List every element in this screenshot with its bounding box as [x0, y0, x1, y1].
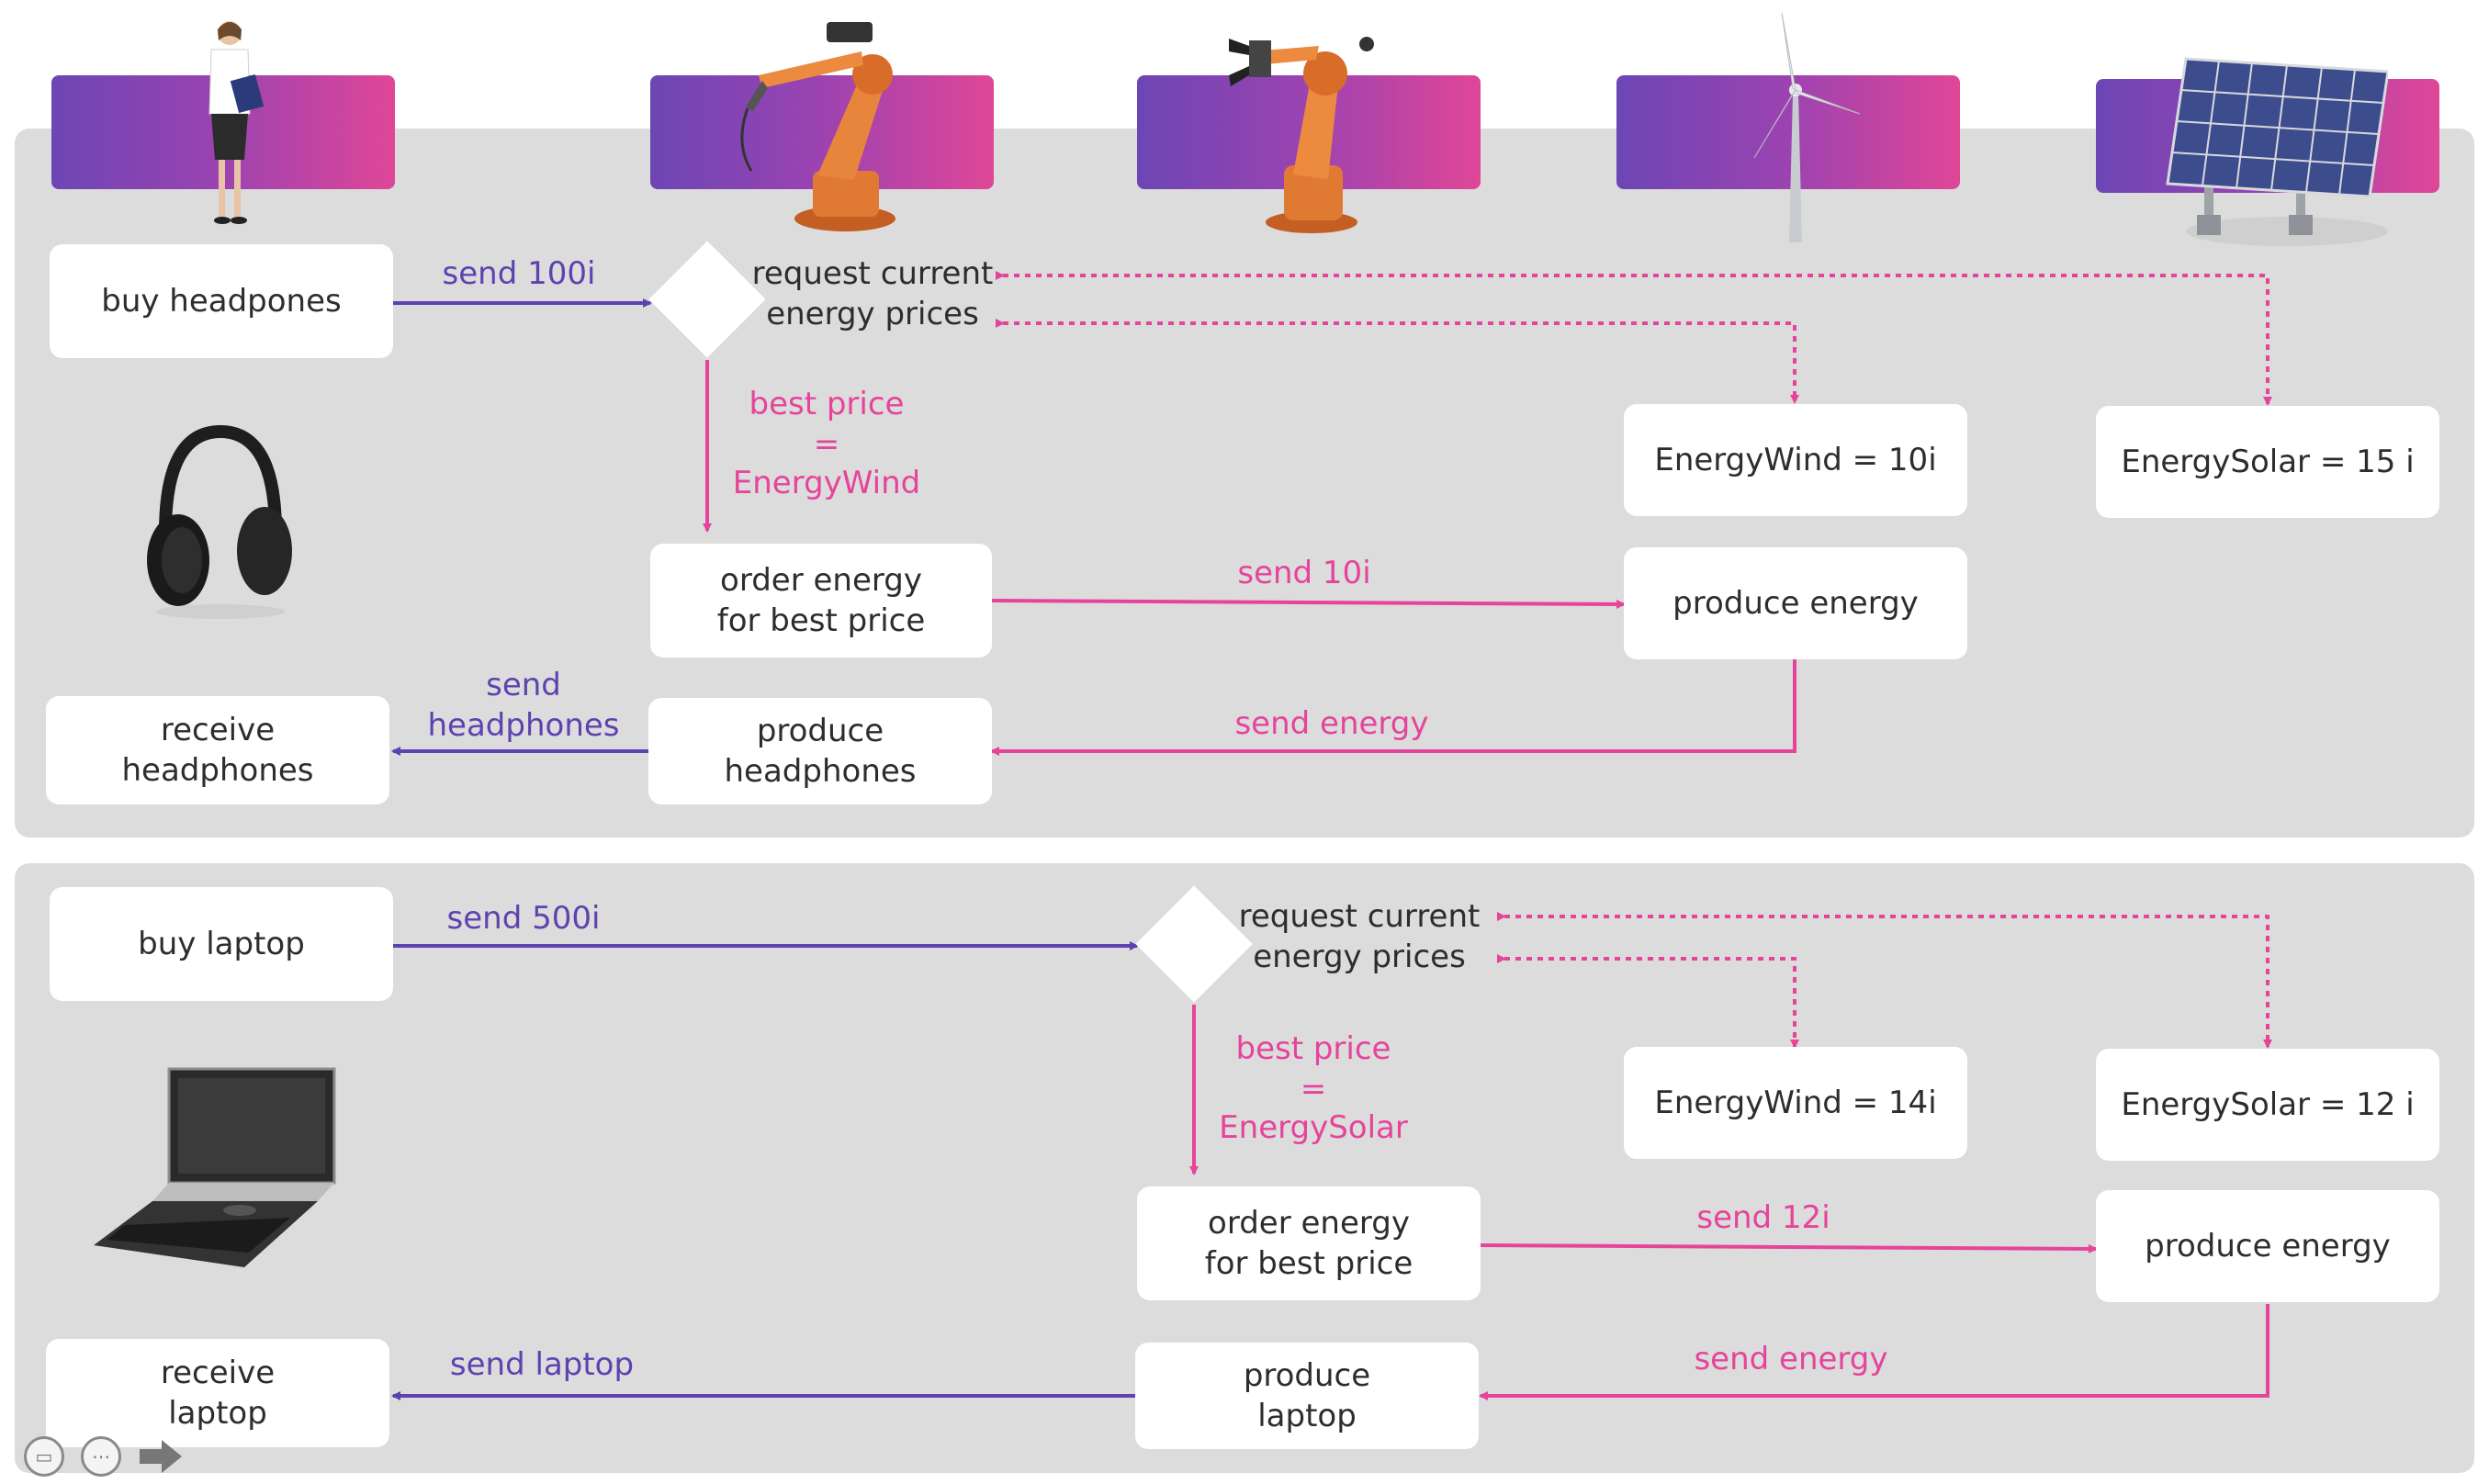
- arrow-request-solar: [1497, 912, 2272, 1049]
- label-send-price: send 12i: [1696, 1199, 1830, 1236]
- next-arrow-icon[interactable]: [138, 1438, 184, 1475]
- robot-arm-icon: [740, 22, 895, 231]
- headphones-icon: [147, 424, 292, 619]
- scenario-panel-headphones: [15, 129, 2474, 838]
- header-wind-producer: [1616, 75, 1960, 189]
- arrow-request-wind: [996, 319, 1799, 404]
- label-send-energy: send energy: [1234, 705, 1429, 742]
- label-request-prices: request current energy prices: [751, 255, 994, 332]
- arrow-send-energy: [1479, 1304, 2269, 1400]
- label-send-payment: send 100i: [442, 255, 596, 292]
- label-best-price-source: EnergyWind: [732, 465, 921, 501]
- label-send-energy: send energy: [1694, 1341, 1888, 1377]
- label-send-product: send laptop: [449, 1346, 635, 1383]
- label-best-price-equals: =: [1300, 1071, 1327, 1107]
- label-best-price-title: best price: [1235, 1030, 1391, 1067]
- label-send-product: send headphones: [427, 667, 620, 744]
- solar-panel-icon: [2166, 57, 2388, 246]
- arrow-request-wind: [1497, 954, 1799, 1049]
- node-produce-energy: produce energy: [2096, 1190, 2439, 1302]
- node-solar-price: EnergySolar = 15 i: [2096, 406, 2439, 518]
- node-receive-product: receive headphones: [46, 696, 389, 804]
- node-produce-product: produce laptop: [1135, 1343, 1479, 1449]
- label-send-payment: send 500i: [446, 900, 601, 937]
- node-order-energy: order energy for best price: [650, 544, 992, 658]
- node-receive-product: receive laptop: [46, 1339, 389, 1447]
- node-order-energy: order energy for best price: [1137, 1186, 1481, 1300]
- wind-turbine-icon: [1753, 12, 1861, 242]
- person-icon: [208, 21, 265, 224]
- arrow-order-energy: [1480, 1243, 2098, 1254]
- node-produce-product: produce headphones: [648, 698, 992, 804]
- laptop-icon: [94, 1067, 336, 1267]
- node-wind-price: EnergyWind = 14i: [1624, 1047, 1967, 1159]
- label-best-price-title: best price: [749, 386, 905, 422]
- node-buy-product: buy headpones: [50, 244, 393, 358]
- node-wind-price: EnergyWind = 10i: [1624, 404, 1967, 516]
- node-solar-price: EnergySolar = 12 i: [2096, 1049, 2439, 1161]
- more-options-icon[interactable]: ⋯: [81, 1436, 121, 1477]
- node-buy-product: buy laptop: [50, 887, 393, 1001]
- robot-gripper-icon: [1229, 37, 1374, 233]
- subtitles-icon[interactable]: ▭: [24, 1436, 64, 1477]
- label-request-prices: request current energy prices: [1238, 898, 1481, 975]
- label-best-price-equals: =: [813, 426, 840, 463]
- label-best-price-source: EnergySolar: [1219, 1109, 1408, 1146]
- label-send-price: send 10i: [1237, 555, 1371, 591]
- arrow-request-solar: [996, 271, 2272, 406]
- arrow-order-energy: [991, 599, 1626, 609]
- node-produce-energy: produce energy: [1624, 547, 1967, 659]
- arrow-send-energy: [990, 659, 1796, 756]
